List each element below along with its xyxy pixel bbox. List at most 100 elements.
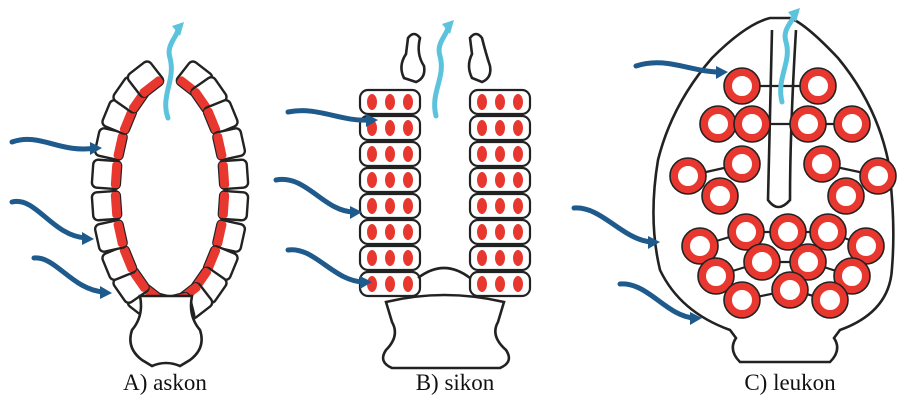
caption-askon: A) askon	[80, 368, 250, 398]
flagellated-chamber	[686, 232, 714, 260]
choanocyte-lining	[495, 276, 505, 292]
choanocyte-lining	[367, 94, 377, 110]
sikon-top-lip-left	[401, 34, 424, 82]
choanocyte-lining	[513, 198, 523, 214]
choanocyte-lining	[495, 172, 505, 188]
choanocyte-lining	[495, 120, 505, 136]
askon-wall-cell	[92, 191, 122, 221]
choanocyte-lining	[403, 172, 413, 188]
flagellated-chamber	[732, 218, 760, 246]
sikon-diagram	[276, 20, 530, 368]
askon-wall-cell	[212, 127, 245, 160]
choanocyte-lining	[367, 250, 377, 266]
water-inflow-arrow-icon	[288, 111, 370, 121]
flagellated-chamber	[748, 248, 776, 276]
flagellated-chamber	[728, 286, 756, 314]
choanocyte-lining	[513, 250, 523, 266]
choanocyte-lining	[403, 198, 413, 214]
choanocyte-lining	[495, 146, 505, 162]
water-outflow-arrow-icon	[166, 30, 178, 118]
choanocyte-lining	[385, 276, 395, 292]
choanocyte-lining	[367, 172, 377, 188]
water-inflow-arrow-icon	[34, 258, 104, 292]
choanocyte-lining	[495, 94, 505, 110]
flagellated-chamber	[706, 182, 734, 210]
choanocyte-lining	[367, 198, 377, 214]
flagellated-chamber	[728, 72, 756, 100]
choanocyte-lining	[403, 276, 413, 292]
choanocyte-lining	[477, 250, 487, 266]
choanocyte-lining	[403, 250, 413, 266]
flagellated-chamber	[794, 248, 822, 276]
water-inflow-arrow-icon	[100, 286, 112, 299]
leukon-diagram	[574, 8, 896, 362]
askon-base	[130, 296, 201, 366]
choanocyte-lining	[403, 224, 413, 240]
askon-wall-cell	[219, 159, 249, 189]
sikon-top-lip-right	[469, 34, 490, 82]
choanocyte-lining	[111, 192, 122, 219]
choanocyte-lining	[477, 146, 487, 162]
choanocyte-lining	[385, 224, 395, 240]
flagellated-chamber	[674, 162, 702, 190]
choanocyte-lining	[513, 94, 523, 110]
water-inflow-arrow-icon	[574, 208, 652, 242]
choanocyte-lining	[385, 198, 395, 214]
choanocyte-lining	[111, 162, 122, 189]
choanocyte-lining	[513, 120, 523, 136]
flagellated-chamber	[794, 110, 822, 138]
choanocyte-lining	[477, 198, 487, 214]
flagellated-chamber	[776, 276, 804, 304]
choanocyte-lining	[477, 120, 487, 136]
choanocyte-lining	[403, 146, 413, 162]
flagellated-chamber	[832, 182, 860, 210]
choanocyte-lining	[495, 250, 505, 266]
choanocyte-lining	[513, 146, 523, 162]
askon-diagram	[12, 22, 248, 366]
askon-wall-cell	[94, 219, 127, 252]
choanocyte-lining	[477, 224, 487, 240]
flagellated-chamber	[816, 286, 844, 314]
flagellated-chamber	[728, 150, 756, 178]
sikon-base	[383, 295, 509, 368]
water-inflow-arrow-icon	[12, 201, 86, 238]
choanocyte-lining	[513, 224, 523, 240]
choanocyte-lining	[385, 250, 395, 266]
choanocyte-lining	[367, 146, 377, 162]
water-outflow-arrow-icon	[435, 28, 448, 116]
choanocyte-lining	[495, 198, 505, 214]
askon-wall	[92, 59, 249, 325]
choanocyte-lining	[219, 192, 230, 219]
caption-sikon: B) sikon	[370, 368, 540, 398]
flagellated-chamber	[774, 218, 802, 246]
flagellated-chamber	[704, 110, 732, 138]
flagellated-chamber	[838, 110, 866, 138]
flagellated-chamber	[814, 218, 842, 246]
flagellated-chamber	[738, 110, 766, 138]
flagellated-chamber	[852, 232, 880, 260]
choanocyte-lining	[403, 120, 413, 136]
flagellated-chamber	[702, 262, 730, 290]
water-inflow-arrow-icon	[12, 139, 96, 149]
flagellated-chamber	[804, 72, 832, 100]
choanocyte-lining	[219, 162, 230, 189]
choanocyte-lining	[513, 276, 523, 292]
choanocyte-lining	[513, 172, 523, 188]
askon-wall-cell	[92, 159, 122, 189]
choanocyte-lining	[385, 146, 395, 162]
choanocyte-lining	[367, 224, 377, 240]
flagellated-chamber	[808, 150, 836, 178]
choanocyte-lining	[385, 94, 395, 110]
water-inflow-arrow-icon	[288, 250, 364, 282]
choanocyte-lining	[477, 172, 487, 188]
water-inflow-arrow-icon	[82, 232, 94, 245]
choanocyte-lining	[477, 94, 487, 110]
choanocyte-lining	[403, 94, 413, 110]
sikon-wall	[360, 90, 530, 296]
caption-leukon: C) leukon	[700, 368, 880, 398]
flagellated-chamber	[864, 162, 892, 190]
choanocyte-lining	[495, 224, 505, 240]
askon-wall-cell	[219, 191, 249, 221]
choanocyte-lining	[385, 120, 395, 136]
